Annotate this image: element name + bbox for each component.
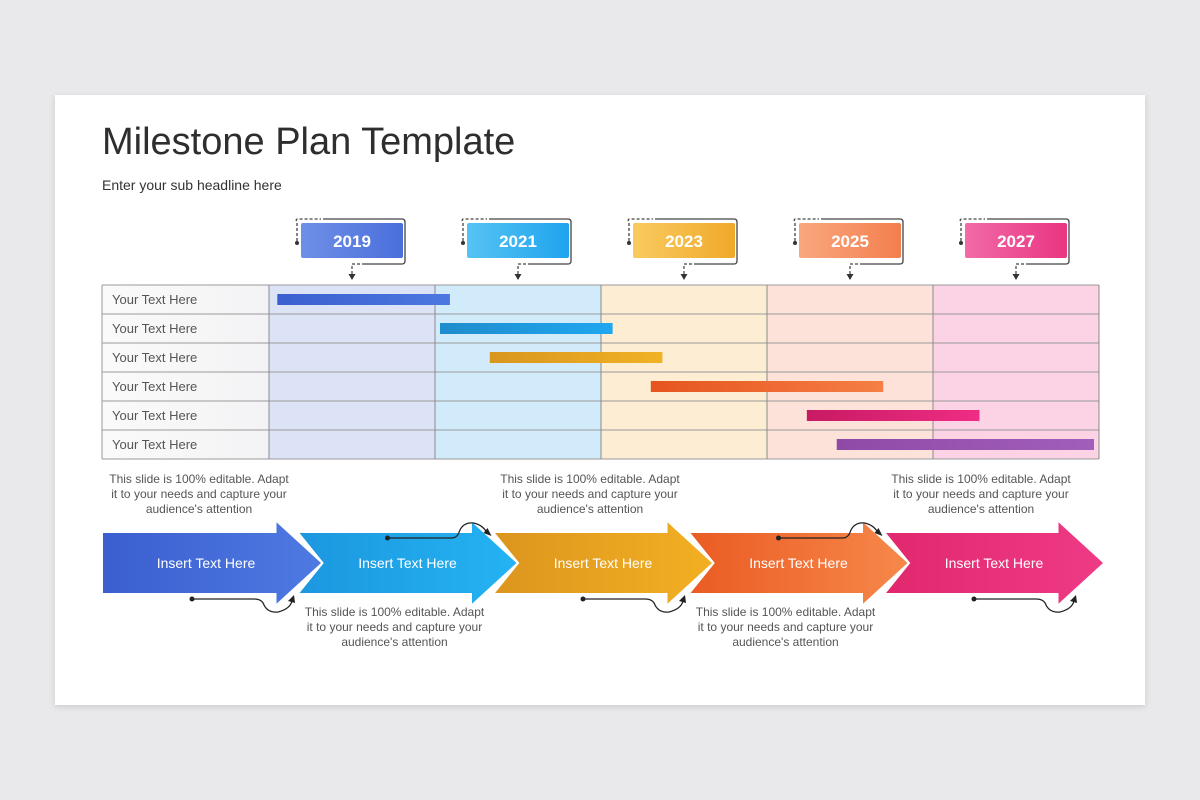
year-frame-dot [793, 241, 797, 245]
arrow-label: Insert Text Here [554, 555, 653, 571]
year-connector [351, 263, 360, 274]
year-connector [849, 263, 858, 274]
timeline-bar [806, 410, 980, 421]
milestone-arrow [881, 517, 1106, 609]
description-top: This slide is 100% editable. Adapt it to… [891, 472, 1071, 516]
connector-arrowhead [679, 595, 686, 603]
connector-curve [778, 522, 880, 539]
milestone-arrow [490, 517, 715, 609]
year-connector [1015, 263, 1024, 274]
year-frame [987, 218, 1070, 265]
year-connector-arrowhead [680, 274, 688, 280]
milestone-arrow [295, 517, 520, 609]
description-top: This slide is 100% editable. Adapt it to… [500, 472, 680, 516]
row-label: Your Text Here [112, 437, 197, 452]
connector-curve [192, 598, 293, 613]
connector-curve [974, 598, 1075, 613]
year-frame-dashed [793, 218, 819, 241]
year-frame [821, 218, 904, 265]
year-badge-2019 [301, 223, 403, 258]
year-label: 2023 [665, 232, 703, 251]
year-connector-arrowhead [348, 274, 356, 280]
year-frame [489, 218, 572, 265]
milestone-arrow [101, 517, 324, 609]
year-badge-2023 [633, 223, 735, 258]
year-connector-arrowhead [1012, 274, 1020, 280]
year-connector-arrowhead [514, 274, 522, 280]
year-label: 2019 [333, 232, 371, 251]
milestone-arrow [686, 517, 911, 609]
row-label: Your Text Here [112, 321, 197, 336]
description-bottom: This slide is 100% editable. Adapt it to… [304, 605, 485, 649]
year-frame-dashed [461, 218, 487, 241]
connector-arrowhead [1070, 595, 1077, 603]
year-frame [323, 218, 406, 265]
year-frame-dashed [627, 218, 653, 241]
description-top: This slide is 100% editable. Adapt it to… [109, 472, 289, 516]
timeline-bar [277, 294, 450, 305]
arrow-label: Insert Text Here [749, 555, 848, 571]
timeline-bar [650, 381, 884, 392]
year-connector [517, 263, 526, 274]
timeline-bar [836, 439, 1095, 450]
year-badge-2027 [965, 223, 1067, 258]
slide: Milestone Plan Template Enter your sub h… [55, 95, 1145, 705]
year-frame [655, 218, 738, 265]
year-frame-dot [627, 241, 631, 245]
connector-arrowhead [288, 595, 295, 603]
timeline-bar [439, 323, 613, 334]
year-label: 2025 [831, 232, 869, 251]
timeline-bar [489, 352, 663, 363]
year-label: 2027 [997, 232, 1035, 251]
row-label: Your Text Here [112, 350, 197, 365]
year-badge-2021 [467, 223, 569, 258]
row-label: Your Text Here [112, 379, 197, 394]
connector-curve [583, 598, 684, 613]
slide-title: Milestone Plan Template [102, 121, 516, 163]
connector-curve [387, 522, 489, 539]
year-frame-dot [959, 241, 963, 245]
row-label: Your Text Here [112, 292, 197, 307]
year-frame-dashed [295, 218, 321, 241]
year-frame-dot [461, 241, 465, 245]
connector-arrowhead [483, 528, 492, 536]
year-frame-dashed [959, 218, 985, 241]
slide-subtitle: Enter your sub headline here [102, 177, 282, 193]
year-connector-arrowhead [846, 274, 854, 280]
year-frame-dot [295, 241, 299, 245]
year-label: 2021 [499, 232, 537, 251]
description-bottom: This slide is 100% editable. Adapt it to… [695, 605, 876, 649]
arrow-label: Insert Text Here [157, 555, 256, 571]
connector-arrowhead [874, 528, 883, 536]
year-badge-2025 [799, 223, 901, 258]
year-connector [683, 263, 692, 274]
arrow-label: Insert Text Here [358, 555, 457, 571]
row-label: Your Text Here [112, 408, 197, 423]
arrow-label: Insert Text Here [945, 555, 1044, 571]
